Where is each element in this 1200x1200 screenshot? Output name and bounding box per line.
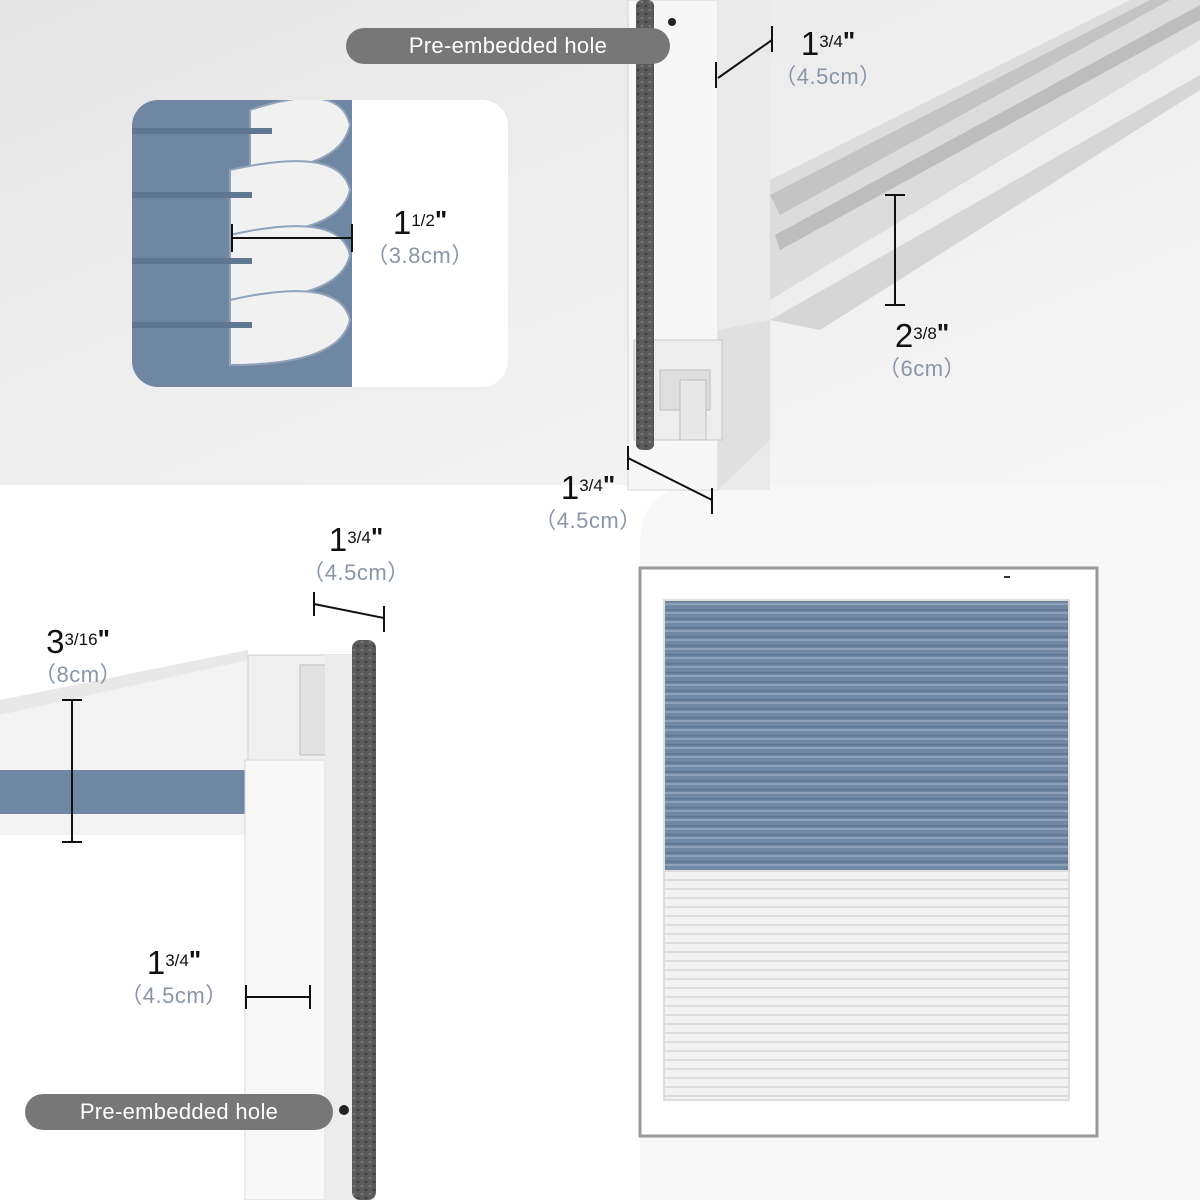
headrail-height-dimension: 33/16" （8cm） [33,623,123,688]
side-frame-width-dimension: 13/4" （4.5cm） [120,944,228,1009]
pleat-depth-dimension: 11/2" （3.8cm） [366,204,474,269]
pre-embedded-hole-label-bottom: Pre-embedded hole [25,1094,333,1130]
dimension-lines [62,26,905,1009]
left-frame-depth-dimension: 13/4" （4.5cm） [302,521,410,586]
window-shade [638,566,1099,1138]
top-frame-column [627,0,770,491]
rail-height-dimension: 23/8" （6cm） [877,317,967,382]
pleat-detail-card [132,100,508,387]
corner-depth-dimension: 13/4" （4.5cm） [534,469,642,534]
top-frame-width-dimension: 13/4" （4.5cm） [774,25,882,90]
pre-embedded-hole-label-top: Pre-embedded hole [346,28,670,64]
top-rail [770,0,1200,330]
